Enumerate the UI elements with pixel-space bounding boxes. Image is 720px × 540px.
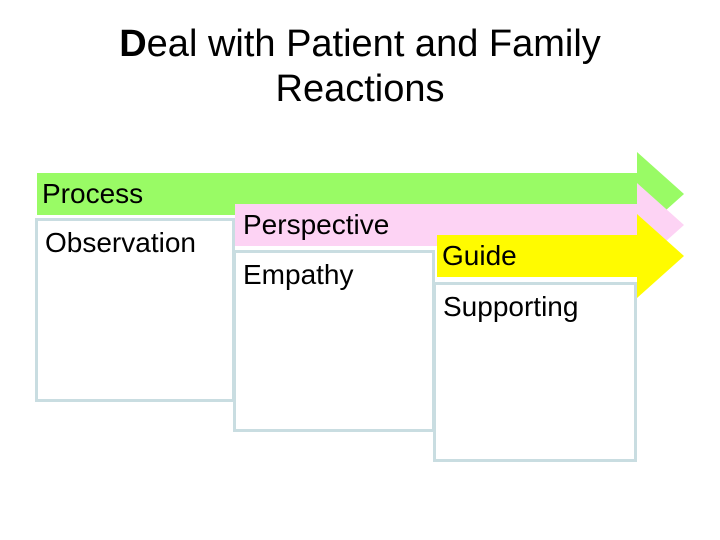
title-lead-letter: D [119,23,147,65]
process-arrow-label: Process [42,178,144,209]
perspective-arrow-label: Perspective [243,209,390,240]
empathy-box-label: Empathy [243,259,354,290]
supporting-box: Supporting [433,282,637,462]
title-line2: Reactions [275,68,445,110]
supporting-box-label: Supporting [443,291,579,322]
title-line1: Deal with Patient and Family [119,23,601,65]
guide-arrow-label: Guide [442,240,517,271]
title-line1-rest: eal with Patient and Family [146,23,601,65]
guide-arrow-polygon [437,214,684,298]
observation-box: Observation [35,218,235,402]
empathy-box: Empathy [233,250,435,432]
observation-box-label: Observation [45,227,196,258]
guide-arrow-shape [437,214,684,298]
slide-title: Deal with Patient and Family Reactions [0,22,720,112]
